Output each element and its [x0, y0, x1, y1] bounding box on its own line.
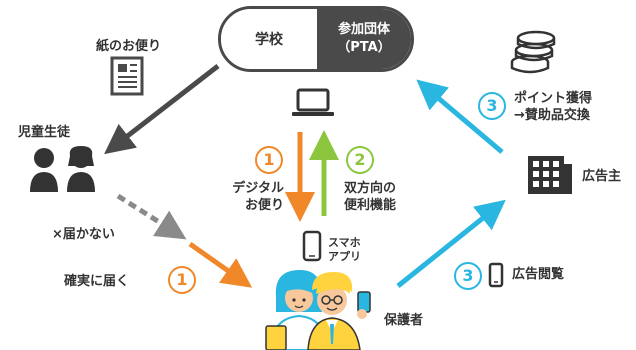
guardians-label: 保護者 [384, 313, 424, 328]
document-icon [110, 56, 144, 96]
guardians-illustration [265, 270, 371, 350]
badge-three-points: 3 [478, 92, 506, 120]
arrow-points [416, 79, 504, 154]
reliable-delivery-label: 確実に届く [64, 274, 130, 289]
arrow-reliable-delivery [188, 241, 253, 288]
arrow-not-delivered [116, 193, 187, 240]
not-delivered-label: ×届かない [52, 227, 115, 242]
pta-label: 参加団体 [337, 22, 390, 37]
advertiser-label: 広告主 [582, 169, 622, 184]
digital-letter-label: デジタル お便り [214, 180, 284, 214]
badge-one-reliable: 1 [168, 266, 196, 294]
badge-one-digital: 1 [255, 146, 283, 174]
pta-sub-label: （PTA） [337, 40, 391, 55]
coins-icon [510, 30, 556, 74]
ad-view-label: 広告閲覧 [512, 267, 565, 282]
badge-three-ad-view: 3 [454, 262, 482, 290]
pta-box: 参加団体 （PTA） [317, 9, 411, 69]
paper-letter-label: 紙のお便り [96, 39, 162, 54]
arrow-ad-view [396, 199, 506, 288]
laptop-icon [292, 88, 334, 116]
smartphone-app-line1: スマホ [328, 236, 361, 249]
badge-two-two-way: 2 [346, 146, 374, 174]
points-line2: →賛助品交換 [514, 108, 590, 123]
arrow-school-to-students [104, 64, 220, 155]
phone-ad-icon [488, 262, 504, 288]
school-pta-box: 学校 参加団体 （PTA） [218, 6, 414, 72]
students-label: 児童生徒 [18, 125, 71, 140]
points-line1: ポイント獲得 [514, 91, 593, 106]
smartphone-icon [302, 230, 322, 262]
two-way-line2: 便利機能 [344, 198, 397, 213]
two-way-line1: 双方向の [344, 181, 397, 196]
digital-letter-line2: お便り [244, 198, 284, 213]
school-label: 学校 [221, 9, 317, 69]
points-label: ポイント獲得 →賛助品交換 [514, 90, 592, 124]
two-way-label: 双方向の 便利機能 [344, 180, 396, 214]
building-icon [528, 156, 572, 194]
students-icon [30, 146, 95, 192]
smartphone-app-line2: アプリ [328, 250, 361, 263]
smartphone-app-label: スマホ アプリ [328, 236, 361, 264]
digital-letter-line1: デジタル [232, 181, 284, 196]
